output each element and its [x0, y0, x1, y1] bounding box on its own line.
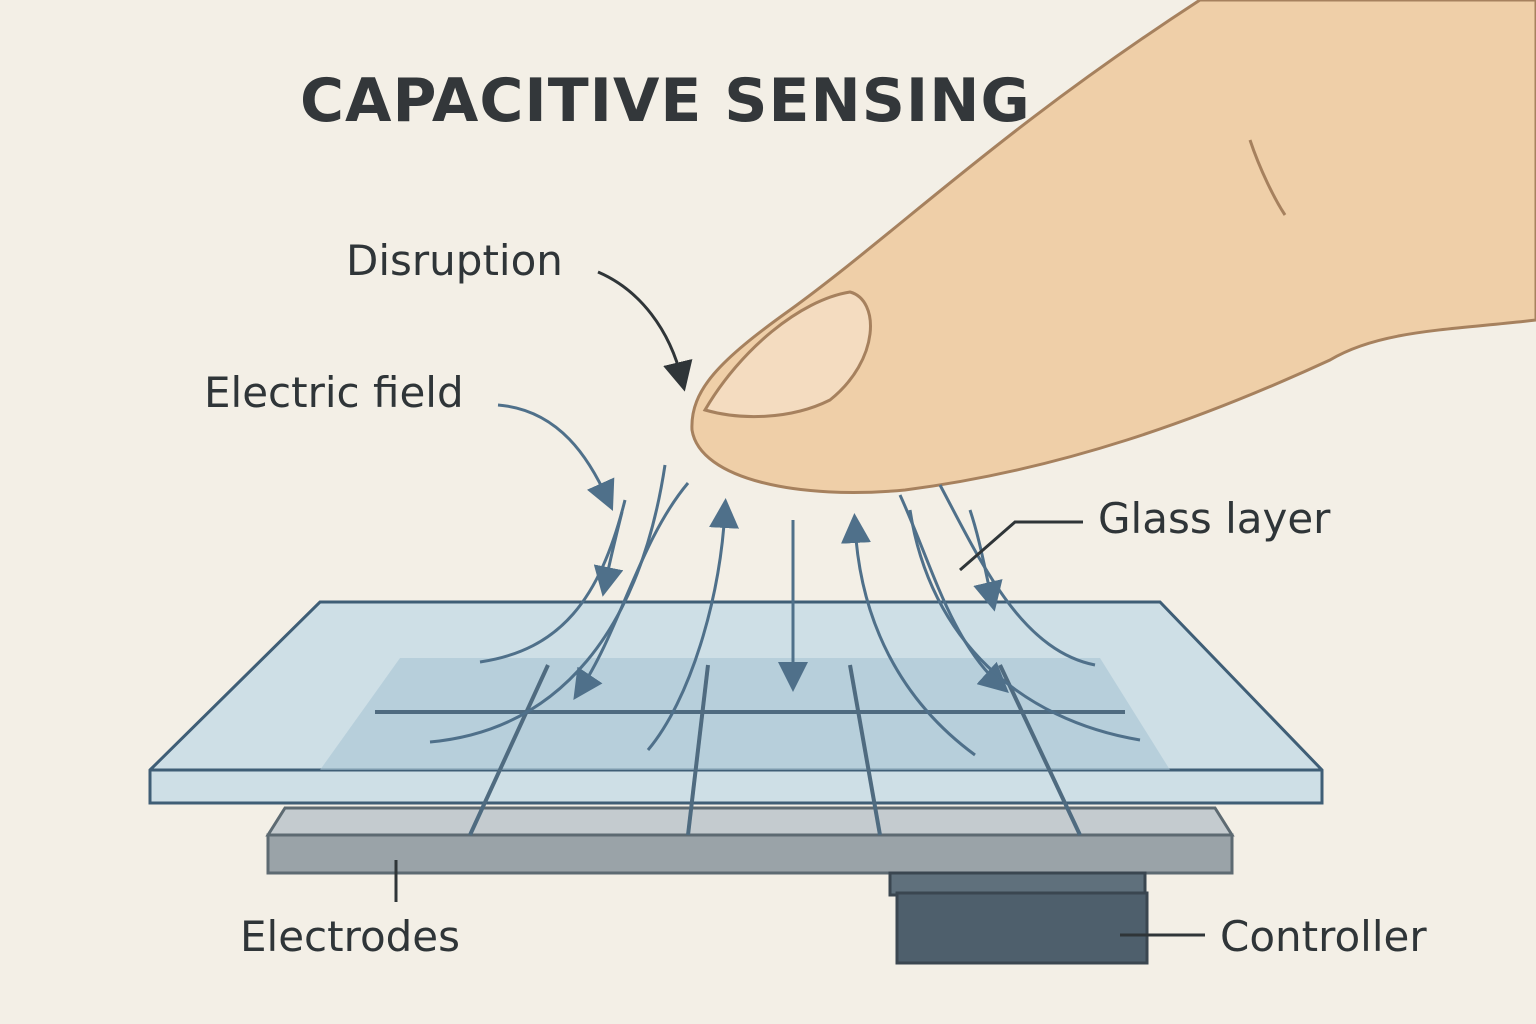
electric-field-label: Electric field: [204, 368, 464, 417]
glass-layer-label: Glass layer: [1098, 494, 1331, 543]
glass-layer-pointer: [959, 520, 1083, 572]
electrode-board: [265, 806, 1235, 875]
field-lines: [429, 464, 1141, 757]
electric-field-arrow: [497, 403, 615, 511]
controller-chip: [888, 871, 1149, 965]
electric-field-arrow-3: [968, 509, 1003, 612]
electric-field-arrow-2: [593, 511, 624, 597]
disruption-arrow: [597, 270, 693, 392]
disruption-label: Disruption: [346, 236, 563, 285]
controller-label: Controller: [1220, 912, 1427, 961]
glass-layer: [148, 600, 1324, 836]
electrodes-label: Electrodes: [240, 912, 461, 961]
page-title: CAPACITIVE SENSING: [300, 66, 1031, 136]
finger: [690, 0, 1536, 494]
